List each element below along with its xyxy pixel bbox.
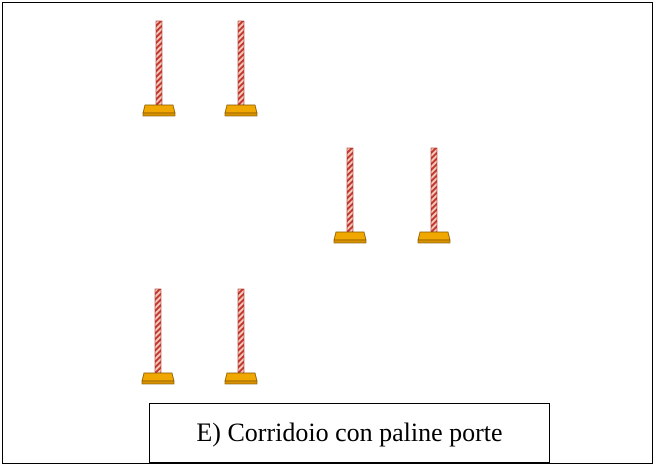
gate-pole [221,19,261,119]
pole-icon [141,288,175,385]
gate-pole [414,146,454,246]
pole-icon [142,20,176,117]
gate-pole [330,146,370,246]
caption-text: E) Corridoio con paline porte [196,418,503,447]
gate-pole [221,287,261,387]
pole-icon [224,20,258,117]
pole-icon [224,288,258,385]
pole-icon [333,147,367,244]
caption-box: E) Corridoio con paline porte [149,403,550,463]
gate-pole [138,287,178,387]
pole-icon [417,147,451,244]
gate-pole [139,19,179,119]
diagram-frame [2,2,653,464]
